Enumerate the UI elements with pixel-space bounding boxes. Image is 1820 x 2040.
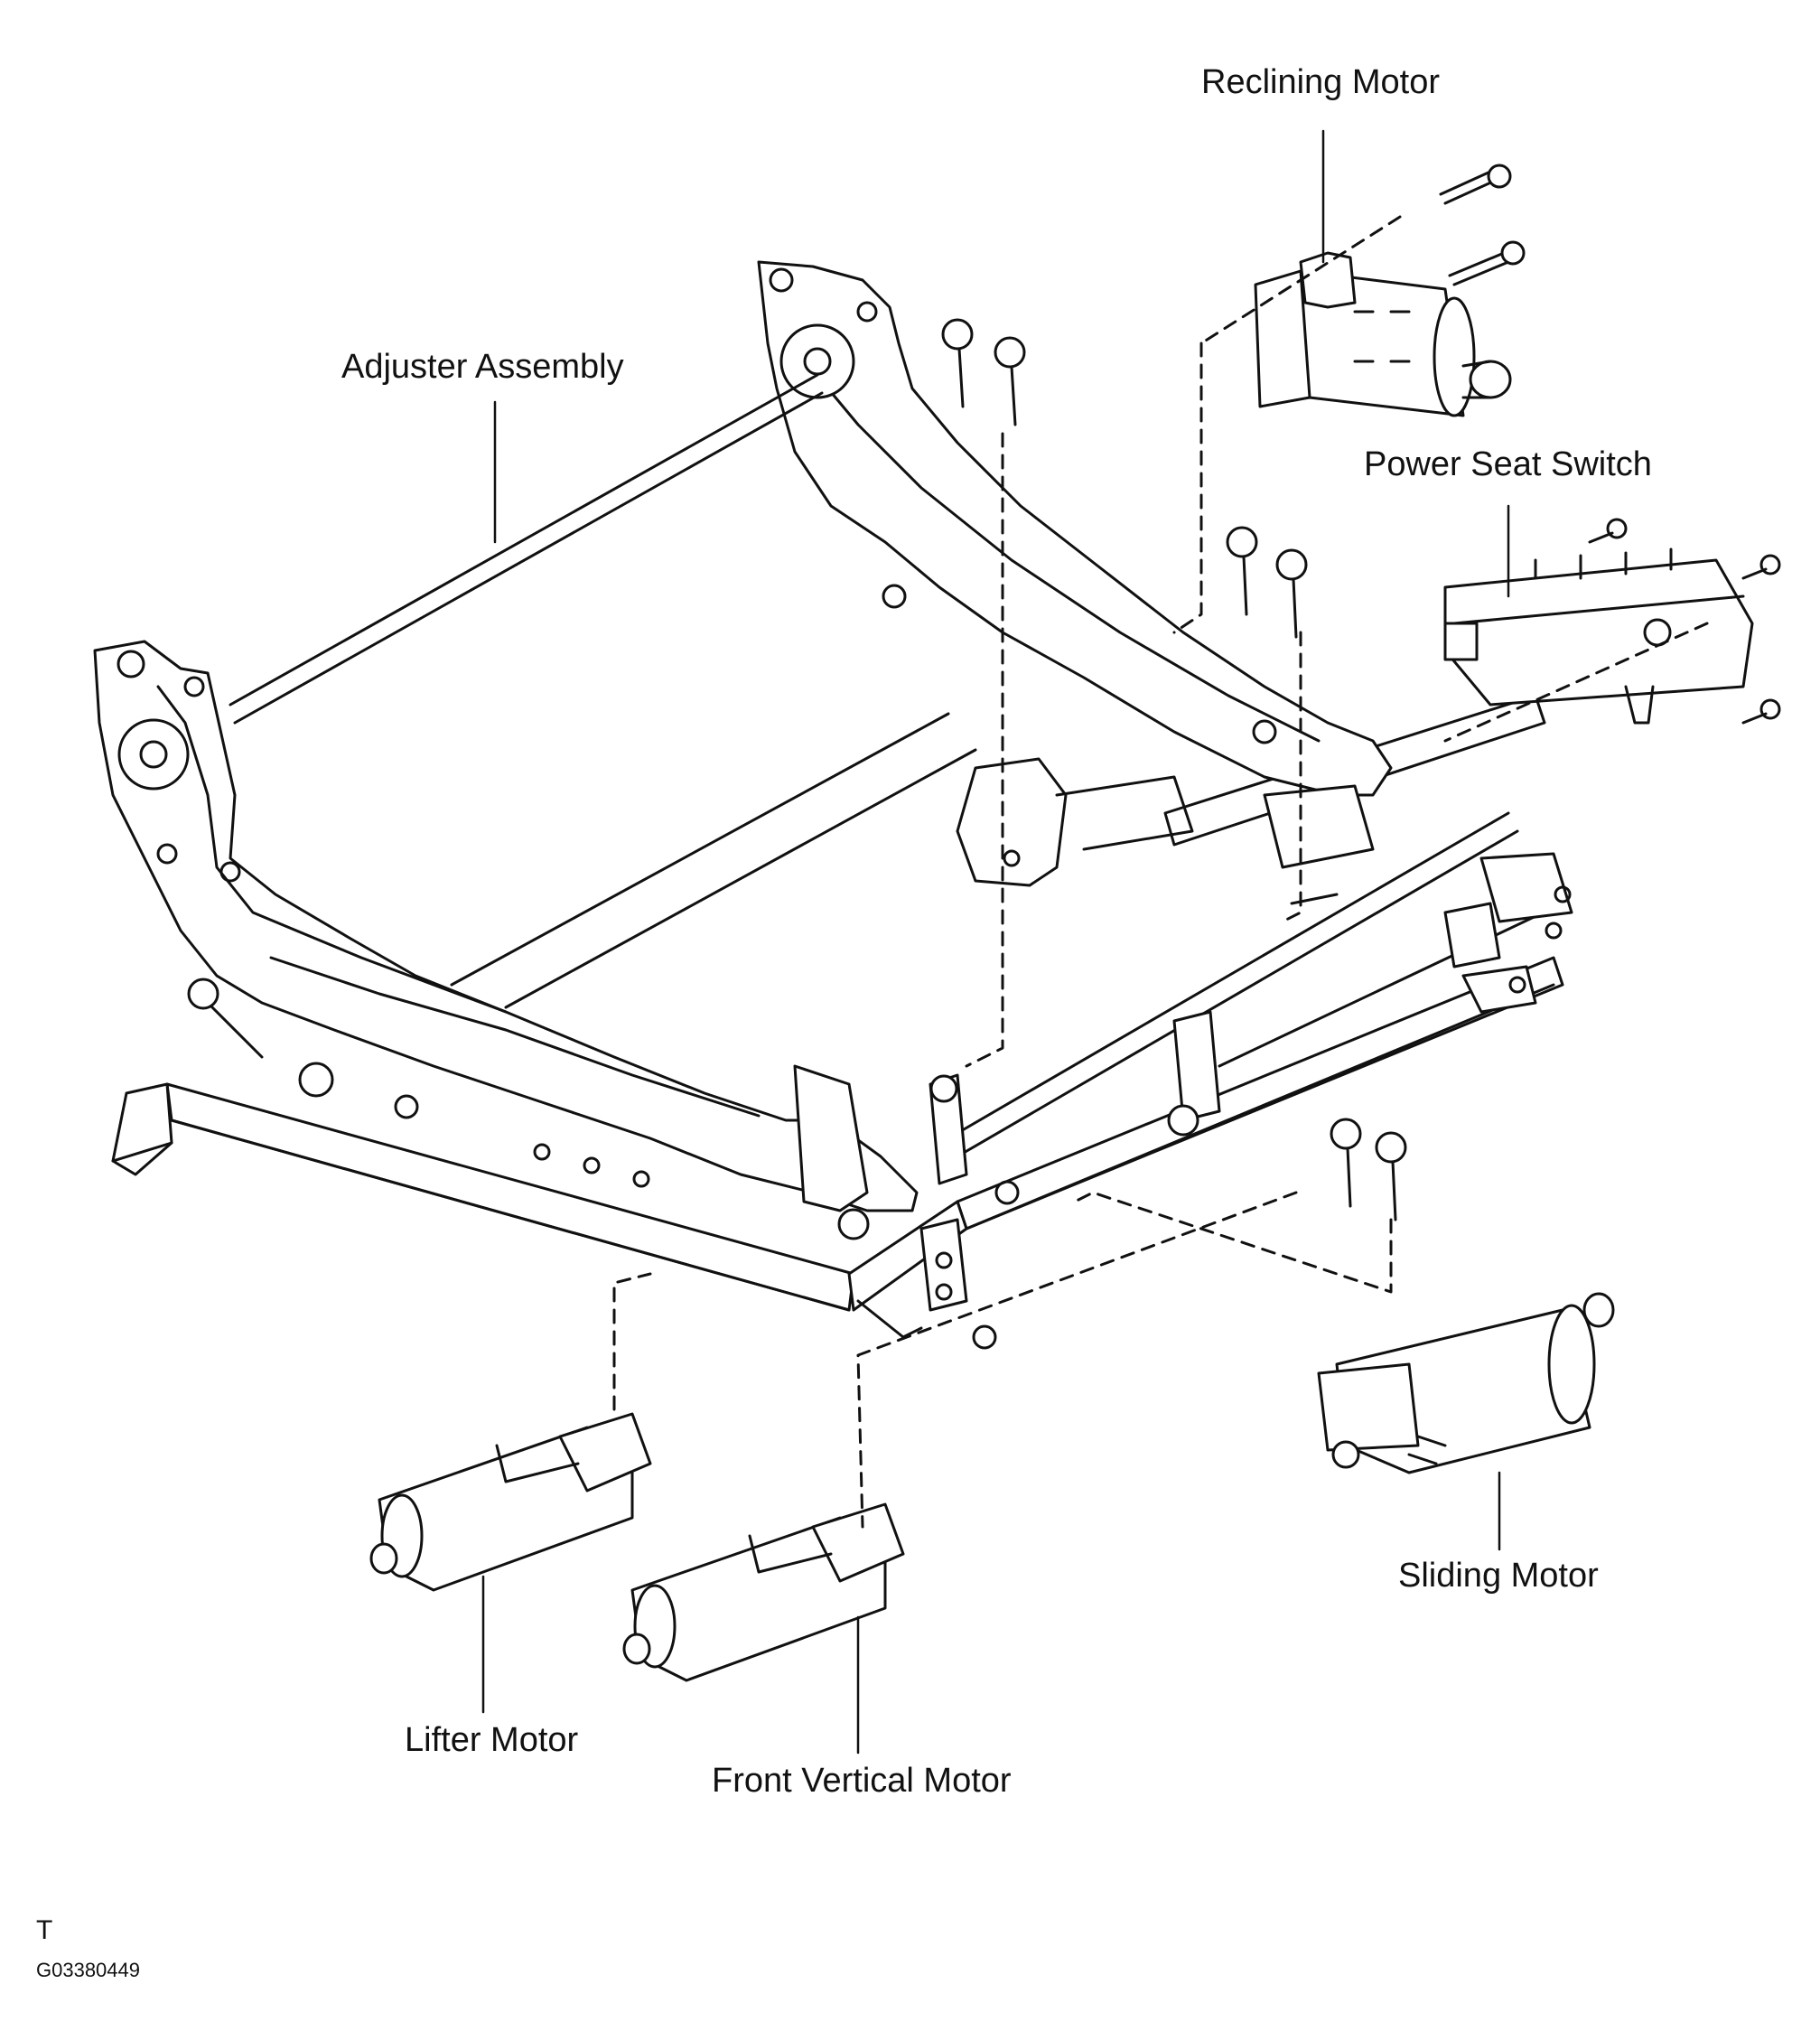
power-seat-switch-drawing [1443,518,1781,725]
reclining-motor-drawing [1254,164,1526,417]
footer-mark: T [36,1915,53,1945]
front-vertical-motor-label: Front Vertical Motor [712,1762,1012,1800]
power-seat-switch-label: Power Seat Switch [1364,445,1652,483]
front-vertical-motor-drawing [622,1502,905,1682]
bolts [941,318,1407,1221]
sliding-motor-label: Sliding Motor [1398,1557,1599,1595]
lifter-motor-drawing [369,1412,652,1592]
leader-lines [481,129,1510,1755]
reclining-motor-label: Reclining Motor [1201,63,1440,101]
assembly-guide-lines [612,215,1709,1529]
lifter-motor-label: Lifter Motor [405,1721,579,1759]
adjuster-assembly-label: Adjuster Assembly [341,348,624,386]
adjuster-assembly-frame [93,260,1573,1350]
figure-code: G03380449 [36,1959,140,1981]
sliding-motor-drawing [1317,1292,1615,1474]
